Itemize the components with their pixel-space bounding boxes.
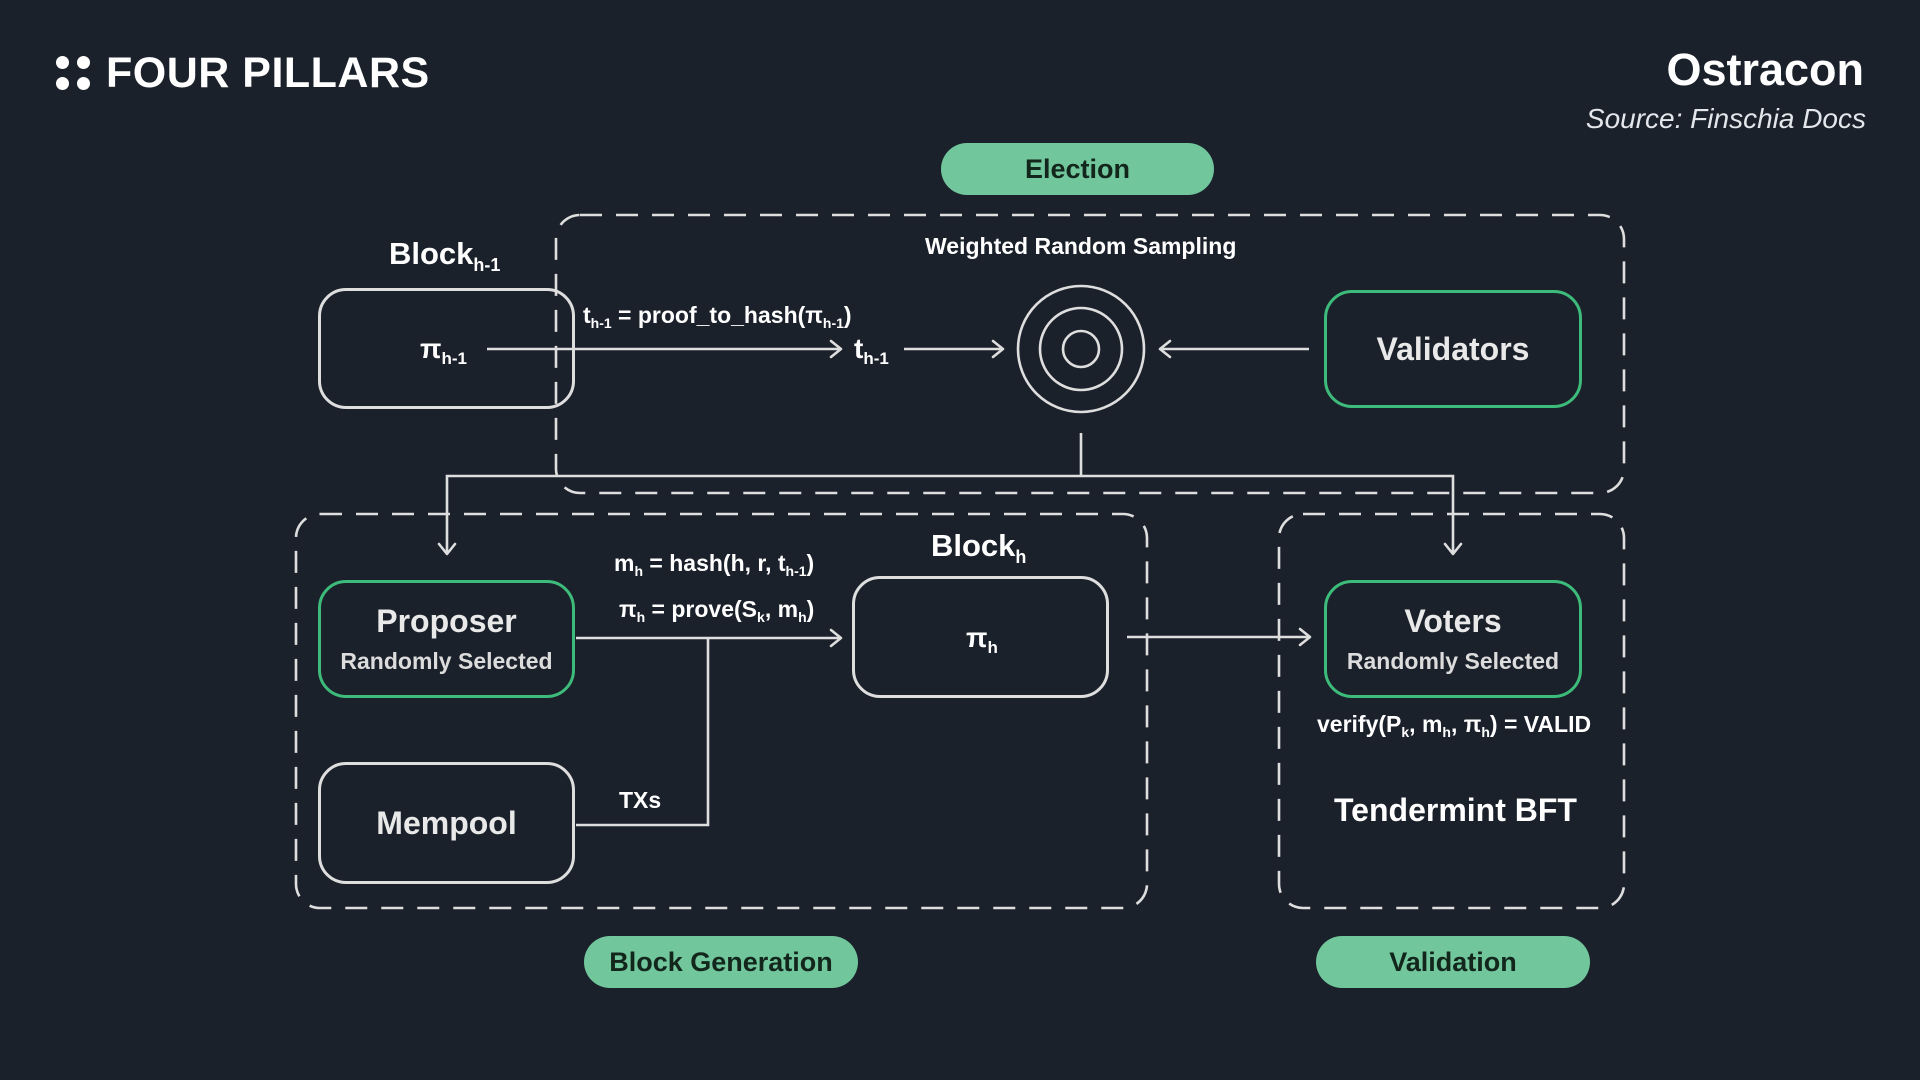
- validators-node: Validators: [1324, 290, 1582, 408]
- proof-to-hash-formula: th-1 = proof_to_hash(πh-1): [583, 302, 852, 331]
- validation-pill: Validation: [1316, 936, 1590, 988]
- page-title: Ostracon: [1666, 44, 1864, 95]
- mempool-label: Mempool: [376, 804, 517, 841]
- mempool-node: Mempool: [318, 762, 575, 884]
- block-node: [852, 576, 1109, 698]
- arrow-sampler-to-voters: [1081, 474, 1463, 556]
- validation-group: [1277, 512, 1626, 910]
- prev-pi-symbol: πh-1: [420, 333, 467, 368]
- proposer-subtitle: Randomly Selected: [340, 648, 553, 674]
- prove-formula: πh = prove(Sk, mh): [619, 596, 815, 625]
- brand-name: FOUR PILLARS: [106, 48, 430, 97]
- brand-dots-icon: [56, 56, 90, 90]
- voters-node: Voters Randomly Selected: [1324, 580, 1582, 698]
- proposer-node: Proposer Randomly Selected: [318, 580, 575, 698]
- block-generation-group: [294, 512, 1149, 910]
- block-generation-pill: Block Generation: [584, 936, 858, 988]
- sampling-caption: Weighted Random Sampling: [925, 233, 1237, 259]
- verify-formula: verify(Pk, mh, πh) = VALID: [1317, 711, 1592, 740]
- voters-title: Voters: [1404, 603, 1502, 639]
- t-value-label: th-1: [854, 333, 889, 368]
- election-pill: Election: [941, 143, 1214, 195]
- block-label: Blockh: [931, 528, 1027, 567]
- proposer-title: Proposer: [376, 603, 517, 639]
- hash-formula: mh = hash(h, r, th-1): [614, 550, 815, 579]
- target-icon: [1016, 284, 1146, 414]
- prev-block-node: [318, 288, 575, 409]
- block-pi-symbol: πh: [966, 622, 998, 657]
- brand-logo: FOUR PILLARS: [56, 48, 430, 98]
- arrow-sampler-to-proposer: [437, 474, 1081, 556]
- prev-block-label: Blockh-1: [389, 236, 501, 275]
- source-caption: Source: Finschia Docs: [1585, 103, 1866, 134]
- arrow-mempool-txs: [576, 638, 710, 827]
- voters-subtitle: Randomly Selected: [1346, 648, 1560, 674]
- validators-label: Validators: [1376, 330, 1530, 367]
- consensus-label: Tendermint BFT: [1334, 792, 1577, 828]
- txs-label: TXs: [619, 787, 662, 813]
- election-group: [554, 213, 1626, 495]
